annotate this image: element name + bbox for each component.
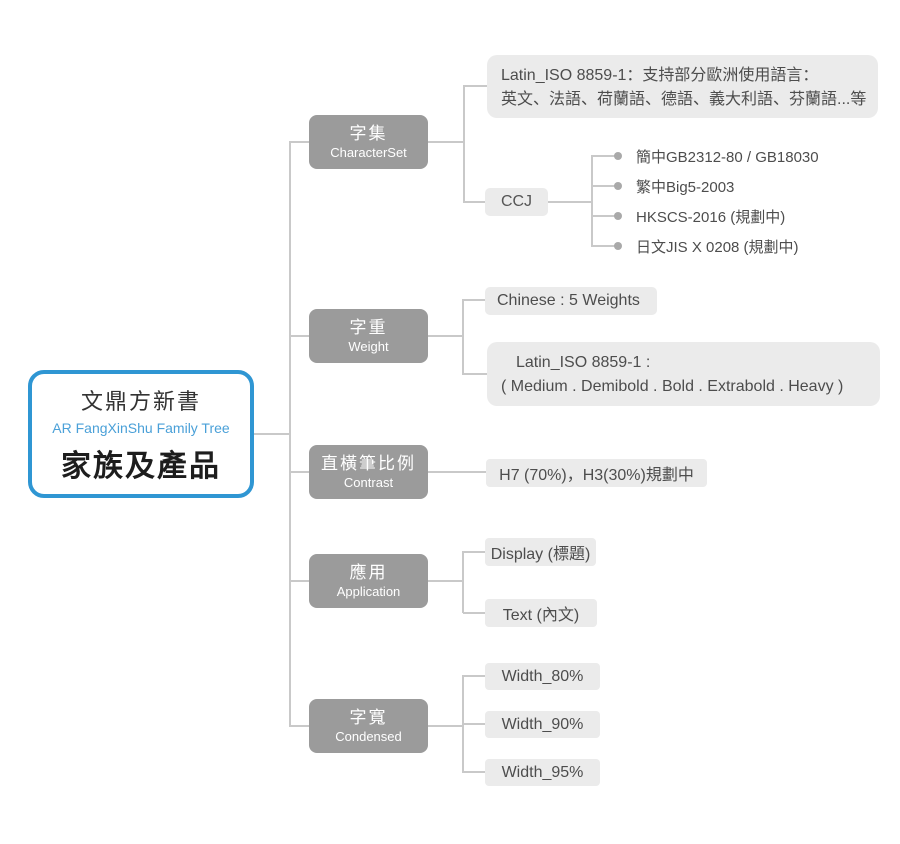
connector-branch-condensed	[290, 725, 309, 727]
connector-branch-contrast	[290, 471, 309, 473]
node-weight: 字重 Weight	[309, 309, 428, 363]
connector-ccj-item-3	[592, 215, 616, 217]
node-characterset: 字集 CharacterSet	[309, 115, 428, 169]
latin-weights-line1: Latin_ISO 8859-1 :	[516, 354, 651, 371]
connector-branch-characterset	[290, 141, 309, 143]
ccj-item-label: 簡中GB2312-80 / GB18030	[636, 148, 819, 166]
ccj-list-item: HKSCS-2016 (規劃中)	[614, 205, 785, 227]
connector-cd-out	[428, 725, 464, 727]
node-contrast-en: Contrast	[343, 474, 394, 490]
latin-note-line1: Latin_ISO 8859-1：支持部分歐洲使用語言：	[501, 67, 819, 84]
connector-ap-out	[428, 580, 464, 582]
connector-wt-vertical	[462, 299, 464, 375]
latin-note-line2: 英文、法語、荷蘭語、德語、義大利語、芬蘭語...等	[501, 91, 867, 108]
connector-to-ccj	[464, 201, 485, 203]
connector-ccj-item-1	[592, 155, 616, 157]
bullet-dot-icon	[614, 152, 622, 160]
latin-weights-line2: ( Medium . Demibold . Bold . Extrabold .…	[501, 378, 844, 395]
connector-branch-application	[290, 580, 309, 582]
node-weight-en: Weight	[348, 338, 389, 354]
connector-to-width90	[463, 723, 485, 725]
node-contrast-zh: 直橫筆比例	[321, 454, 416, 474]
node-application-en: Application	[336, 583, 401, 599]
ccj-item-label: HKSCS-2016 (規劃中)	[636, 208, 786, 226]
bullet-dot-icon	[614, 242, 622, 250]
connector-to-width80	[463, 675, 485, 677]
connector-to-text	[463, 612, 485, 614]
ccj-list-item: 簡中GB2312-80 / GB18030	[614, 145, 819, 167]
ccj-list-item: 繁中Big5-2003	[614, 175, 734, 197]
connector-to-latin-note	[464, 85, 487, 87]
connector-to-width95	[463, 771, 485, 773]
leaf-latin-note: Latin_ISO 8859-1：支持部分歐洲使用語言： 英文、法語、荷蘭語、德…	[487, 55, 878, 118]
node-application: 應用 Application	[309, 554, 428, 608]
ccj-item-label: 日文JIS X 0208 (規劃中)	[636, 238, 799, 256]
leaf-ccj: CCJ	[485, 188, 548, 216]
leaf-width-95: Width_95%	[485, 759, 600, 786]
leaf-width-80: Width_80%	[485, 663, 600, 690]
connector-wt-out	[428, 335, 464, 337]
root-title-big: 家族及產品	[61, 449, 221, 483]
connector-ccj-item-4	[592, 245, 616, 247]
leaf-latin-weights: Latin_ISO 8859-1 : ( Medium . Demibold .…	[487, 342, 880, 406]
leaf-contrast-value: H7 (70%)，H3(30%)規劃中	[486, 459, 707, 487]
root-title-zh: 文鼎方新書	[80, 388, 201, 414]
leaf-chinese-weights: Chinese : 5 Weights	[485, 287, 657, 315]
bullet-dot-icon	[614, 182, 622, 190]
connector-cs-out	[428, 141, 465, 143]
node-weight-zh: 字重	[349, 318, 388, 338]
leaf-display: Display (標題)	[485, 538, 596, 566]
connector-root-trunk	[254, 433, 290, 435]
node-application-zh: 應用	[349, 563, 388, 583]
node-characterset-en: CharacterSet	[330, 144, 407, 160]
connector-branch-weight	[290, 335, 309, 337]
bullet-dot-icon	[614, 212, 622, 220]
connector-ccj-out	[548, 201, 593, 203]
connector-trunk-vertical	[289, 141, 291, 727]
connector-ap-vertical	[462, 551, 464, 613]
ccj-item-label: 繁中Big5-2003	[636, 178, 735, 196]
node-condensed-zh: 字寬	[349, 708, 388, 728]
leaf-width-90: Width_90%	[485, 711, 600, 738]
node-characterset-zh: 字集	[349, 124, 388, 144]
connector-cs-vertical	[463, 85, 465, 203]
connector-ct-out	[428, 471, 486, 473]
root-node: 文鼎方新書 AR FangXinShu Family Tree 家族及產品	[28, 370, 254, 498]
leaf-text: Text (內文)	[485, 599, 597, 627]
node-condensed: 字寬 Condensed	[309, 699, 428, 753]
ccj-list-item: 日文JIS X 0208 (規劃中)	[614, 235, 799, 257]
root-subtitle-en: AR FangXinShu Family Tree	[52, 419, 230, 436]
node-contrast: 直橫筆比例 Contrast	[309, 445, 428, 499]
connector-to-latin-weights	[463, 373, 487, 375]
connector-to-chinese-weights	[463, 299, 485, 301]
connector-ccj-vertical	[591, 155, 593, 247]
connector-to-display	[463, 551, 485, 553]
node-condensed-en: Condensed	[335, 728, 402, 744]
connector-ccj-item-2	[592, 185, 616, 187]
